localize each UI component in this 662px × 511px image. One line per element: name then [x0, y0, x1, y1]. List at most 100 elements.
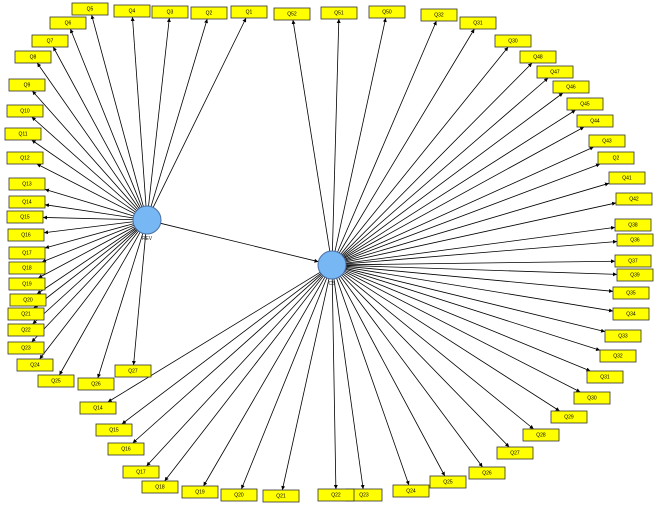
loading-arrow [338, 28, 475, 254]
indicator-box: Q4 [113, 4, 151, 18]
indicator-box: Q47 [536, 65, 574, 79]
indicator-box: Q39 [616, 268, 654, 282]
loading-arrow [291, 19, 331, 252]
indicator-label: Q32 [613, 354, 623, 360]
loading-arrow [146, 275, 323, 467]
indicator-label: Q6 [65, 21, 72, 27]
loading-arrow [36, 227, 136, 295]
indicator-box: Q32 [420, 8, 458, 22]
indicator-label: Q20 [23, 298, 33, 304]
indicator-label: Q4 [129, 9, 136, 15]
indicator-box: Q35 [612, 286, 650, 300]
indicator-label: Q33 [618, 334, 628, 340]
indicator-label: Q17 [136, 470, 146, 476]
indicator-box-rect [608, 171, 646, 185]
indicator-label: Q30 [587, 396, 597, 402]
indicator-box-rect [190, 6, 228, 20]
indicator-box: Q43 [588, 134, 626, 148]
indicator-box-rect [71, 2, 109, 16]
indicator-box-rect [320, 6, 358, 20]
indicator-label: Q17 [22, 251, 32, 257]
loading-arrow [345, 267, 606, 333]
indicator-label: Q14 [22, 200, 32, 206]
loading-arrow [121, 273, 322, 425]
indicator-box-rect [317, 488, 355, 502]
indicator-label: Q25 [51, 379, 61, 385]
indicator-box: Q18 [141, 480, 179, 494]
loading-arrow [203, 276, 326, 487]
indicator-label: Q8 [30, 55, 37, 61]
indicator-box: Q37 [614, 254, 652, 268]
loading-arrow [343, 272, 560, 412]
loading-arrow [42, 215, 134, 221]
indicator-box-rect [6, 104, 44, 118]
loading-arrow [343, 109, 576, 258]
indicator-box: Q5 [71, 2, 109, 16]
indicator-box: Q20 [220, 488, 258, 502]
indicator-box-rect [151, 5, 189, 19]
indicator-box-rect [615, 192, 653, 206]
loading-arrow [340, 46, 509, 255]
indicator-box: Q23 [7, 341, 45, 355]
loading-arrow [344, 163, 601, 261]
indicator-box-rect [4, 127, 42, 141]
loading-arrow [32, 90, 138, 210]
indicator-box: Q8 [14, 50, 52, 64]
loading-arrow [344, 271, 581, 393]
latent-variable-label: REV [142, 236, 153, 242]
loading-arrow [152, 17, 247, 208]
indicator-label: Q52 [287, 12, 297, 18]
indicator-label: Q51 [334, 11, 344, 17]
indicator-label: Q21 [21, 312, 31, 318]
indicator-box: Q30 [494, 34, 532, 48]
loading-arrow [341, 62, 533, 256]
indicator-box: Q33 [604, 329, 642, 343]
loading-arrow [345, 265, 614, 293]
latent-variable-node: CS [317, 250, 347, 287]
indicator-box-rect [79, 401, 117, 415]
indicator-label: Q2 [613, 156, 620, 162]
indicator-box: Q1 [230, 5, 268, 19]
indicator-label: Q41 [622, 176, 632, 182]
indicator-box-rect [588, 134, 626, 148]
loading-arrow [345, 266, 614, 313]
indicator-box: Q25 [429, 475, 467, 489]
indicator-box: Q27 [114, 364, 152, 378]
indicator-box-rect [459, 16, 497, 30]
indicator-box: Q17 [8, 246, 46, 260]
indicator-box: Q7 [31, 34, 69, 48]
indicator-box: Q9 [8, 78, 46, 92]
indicator-label: Q39 [630, 273, 640, 279]
loading-arrow [344, 269, 591, 372]
loading-arrow [44, 188, 134, 217]
indicator-box-rect [597, 151, 635, 165]
loading-arrow [36, 163, 135, 215]
loading-arrow [52, 46, 141, 208]
indicator-label: Q29 [564, 415, 574, 421]
indicator-box: Q26 [468, 466, 506, 480]
indicator-box-rect [220, 488, 258, 502]
loading-arrow [150, 18, 208, 207]
indicator-box-rect [550, 410, 588, 424]
indicator-box: Q22 [317, 488, 355, 502]
indicator-box-rect [496, 446, 534, 460]
indicator-box-rect [122, 465, 160, 479]
indicator-box: Q38 [614, 218, 652, 232]
indicator-box: Q31 [586, 370, 624, 384]
indicator-box: Q29 [550, 410, 588, 424]
indicator-box: Q28 [522, 428, 560, 442]
indicator-box-rect [8, 195, 46, 209]
loading-arrow [97, 233, 144, 379]
indicator-box-rect [8, 246, 46, 260]
indicator-box-rect [77, 377, 115, 391]
loading-arrow [345, 239, 618, 265]
indicator-label: Q9 [24, 83, 31, 89]
loading-arrow [345, 182, 610, 262]
indicator-label: Q32 [434, 13, 444, 19]
indicator-box-rect [7, 341, 45, 355]
indicator-label: Q43 [602, 139, 612, 145]
indicator-box: Q14 [8, 195, 46, 209]
indicator-box-rect [368, 5, 406, 19]
indicator-box: Q20 [9, 293, 47, 307]
indicator-box-rect [614, 218, 652, 232]
